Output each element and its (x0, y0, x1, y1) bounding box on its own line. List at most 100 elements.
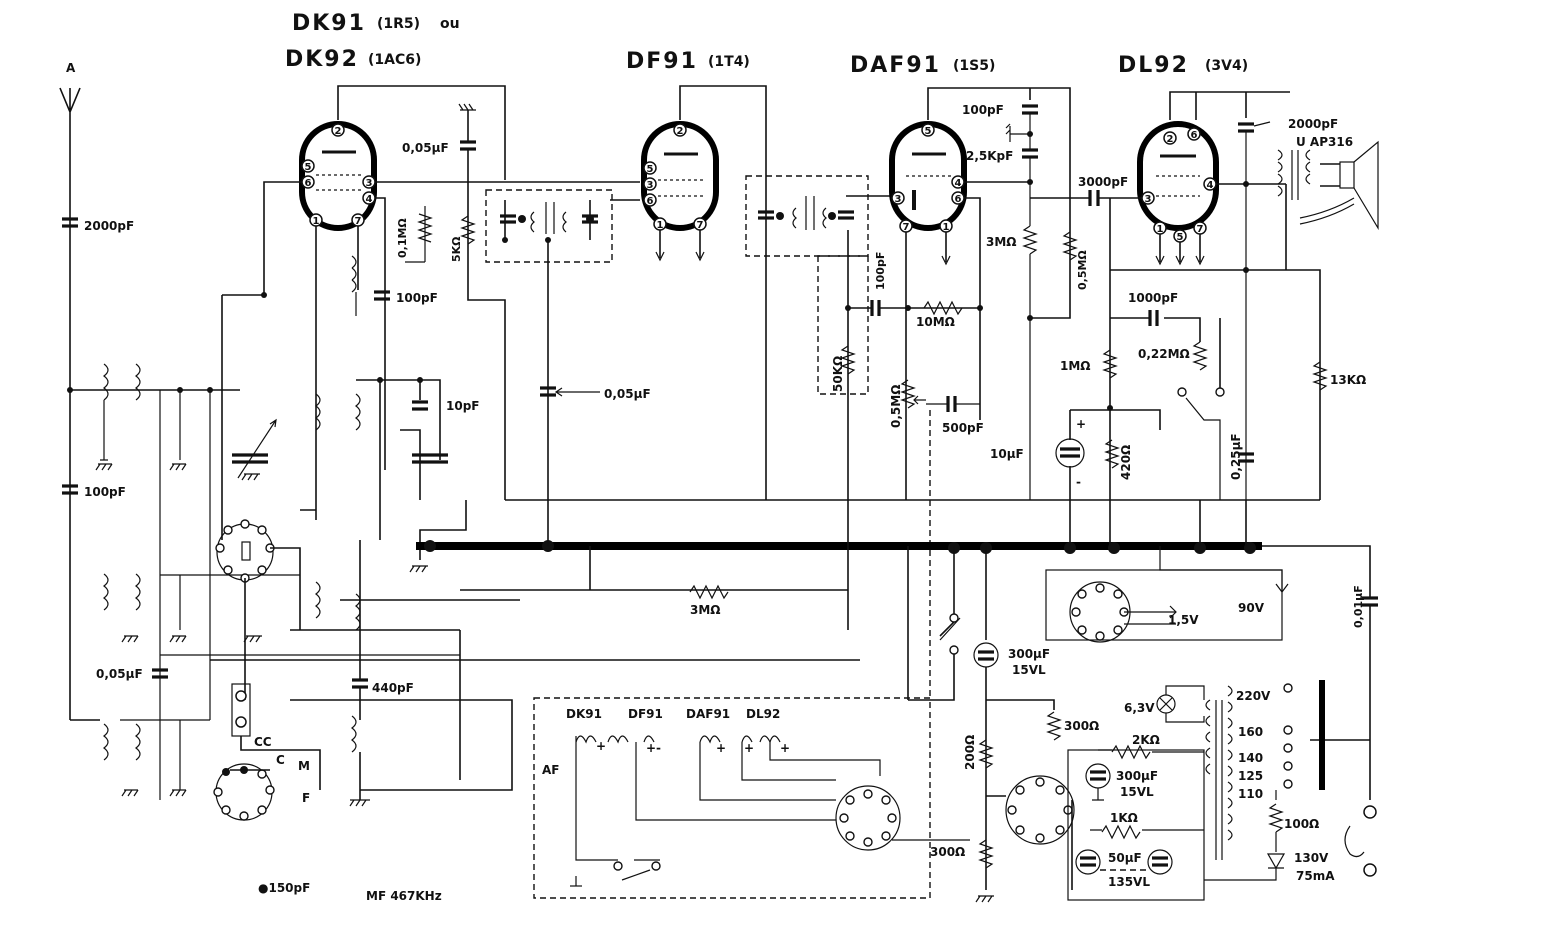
svg-text:6: 6 (955, 194, 962, 205)
label-c-001uf: 0,01µF (1352, 585, 1365, 628)
label-c-100pf-det: 100pF (874, 252, 887, 290)
rectifier-diode-icon (1204, 853, 1286, 881)
potentiometer-05m (900, 379, 916, 409)
tube-dl92: 2 6 3 4 1 5 7 3000pF 2000pF U AP316 (1030, 91, 1379, 500)
resistor-10m (923, 300, 963, 316)
svg-text:+: + (716, 741, 726, 755)
tube-titles: DK91 (1R5) ou DK92 (1AC6) DF91 (1T4) DAF… (285, 11, 1248, 78)
label-pot-05m: 0,5MΩ (889, 385, 903, 428)
mains-transformer-coil (1227, 685, 1233, 841)
svg-text:5: 5 (1177, 232, 1184, 243)
label-c-25kpf: 2,5KpF (966, 149, 1013, 163)
resistor-5k (460, 215, 476, 245)
resistor-100 (1268, 790, 1284, 852)
svg-text:+-: +- (646, 741, 661, 755)
title-daf91: DAF91 (850, 53, 941, 78)
resistor-3m-bus (689, 584, 729, 600)
svg-text:5: 5 (647, 164, 654, 175)
label-transformer: U AP316 (1296, 135, 1353, 149)
resistor-022m (1192, 341, 1208, 371)
svg-text:2: 2 (1167, 134, 1174, 145)
svg-text:+: + (1076, 417, 1086, 431)
label-v-90: 90V (1238, 601, 1265, 615)
af-section: DK91 DF91 DAF91 DL92 AF + +- + + + (533, 697, 970, 899)
mains-terminal-2 (1363, 863, 1377, 877)
envelope-df91 (641, 121, 719, 231)
label-r-5k: 5KΩ (450, 236, 463, 262)
label-r-1m: 1MΩ (1060, 359, 1091, 373)
label-r-50k: 50KΩ (831, 356, 845, 392)
svg-text:1: 1 (943, 222, 950, 233)
label-r-2k: 2KΩ (1132, 733, 1160, 747)
coil-osc (315, 393, 361, 431)
label-v-15vl: 15VL (1012, 663, 1046, 677)
resistor-420 (1104, 439, 1120, 469)
svg-text:2: 2 (335, 126, 342, 137)
label-c-50uf: 50µF (1108, 851, 1142, 865)
selector-label-f: F (302, 791, 310, 805)
svg-text:1: 1 (1157, 224, 1164, 235)
svg-text:1: 1 (657, 220, 664, 231)
label-c-005-grid: 0,05µF (402, 141, 449, 155)
label-r-300-low: 300Ω (930, 845, 965, 859)
af-label-df91: DF91 (628, 707, 663, 721)
resistor-05m-daf (1062, 231, 1078, 261)
footnotes: ●150pF MF 467KHz (258, 881, 442, 903)
resistor-01m (405, 206, 433, 263)
af-switch (621, 869, 651, 881)
svg-text:4: 4 (1207, 180, 1214, 191)
title-df91-code: (1T4) (708, 54, 750, 70)
envelope-dl92 (1137, 121, 1219, 231)
af-label-dl92: DL92 (746, 707, 780, 721)
resistor-1m (1102, 349, 1118, 379)
power-switch (939, 617, 961, 641)
coil-input-3 (103, 573, 141, 611)
svg-text:7: 7 (1197, 224, 1204, 235)
title-dl92-code: (3V4) (1205, 58, 1248, 74)
label-r-3m-daf: 3MΩ (986, 235, 1017, 249)
ground-icon (95, 463, 113, 471)
coil-input-2 (135, 363, 141, 401)
label-r-01m: 0,1MΩ (396, 218, 409, 258)
svg-text:5: 5 (305, 162, 312, 173)
label-r-3m-bus: 3MΩ (690, 603, 721, 617)
tap-220v: 220V (1236, 689, 1271, 703)
label-v-130: 130V (1294, 851, 1329, 865)
coil-osc-3 (351, 715, 357, 753)
svg-text:6: 6 (647, 196, 654, 207)
label-c-440pf: 440pF (372, 681, 414, 695)
coil-osc-2 (315, 581, 361, 631)
svg-text:3: 3 (366, 178, 373, 189)
svg-text:5: 5 (925, 126, 932, 137)
label-r-100: 100Ω (1284, 817, 1319, 831)
electrolytic-50uf-a (1075, 849, 1101, 875)
title-dk91: DK91 (292, 11, 366, 36)
label-c-100pf-osc: 100pF (396, 291, 438, 305)
output-transformer-icon (1277, 149, 1311, 200)
svg-text:4: 4 (955, 178, 962, 189)
power-section: 300µF 15VL 200Ω 300Ω 300Ω 1,5V 90V 0,01µ… (908, 546, 1378, 903)
electrolytic-300uf (973, 642, 999, 668)
label-v-15: 1,5V (1168, 613, 1199, 627)
label-v-135vl: 135VL (1108, 875, 1150, 889)
selector-switch: CC C M F (213, 683, 321, 821)
battery-plug-icon (835, 785, 901, 851)
svg-text:3: 3 (647, 180, 654, 191)
label-v-63: 6,3V (1124, 701, 1155, 715)
label-c-300uf-b: 300µF (1116, 769, 1158, 783)
tube-dk92: 2 5 6 3 4 1 7 0,05µF 0,1MΩ 5KΩ 100pF (221, 85, 640, 540)
label-c-10pf: 10pF (446, 399, 480, 413)
antenna-icon (59, 87, 81, 720)
resistor-300-low (978, 839, 994, 869)
selector-label-c: C (276, 753, 285, 767)
selector-label-cc: CC (254, 735, 272, 749)
label-c-005-mid: 0,05µF (604, 387, 651, 401)
title-dk91-code: (1R5) (377, 16, 420, 32)
label-r-022m: 0,22MΩ (1138, 347, 1190, 361)
label-c-300uf: 300µF (1008, 647, 1050, 661)
rectifier-socket-icon (1005, 775, 1075, 845)
svg-text:2: 2 (677, 126, 684, 137)
af-label-daf91: DAF91 (686, 707, 730, 721)
label-v-15vl-b: 15VL (1120, 785, 1154, 799)
